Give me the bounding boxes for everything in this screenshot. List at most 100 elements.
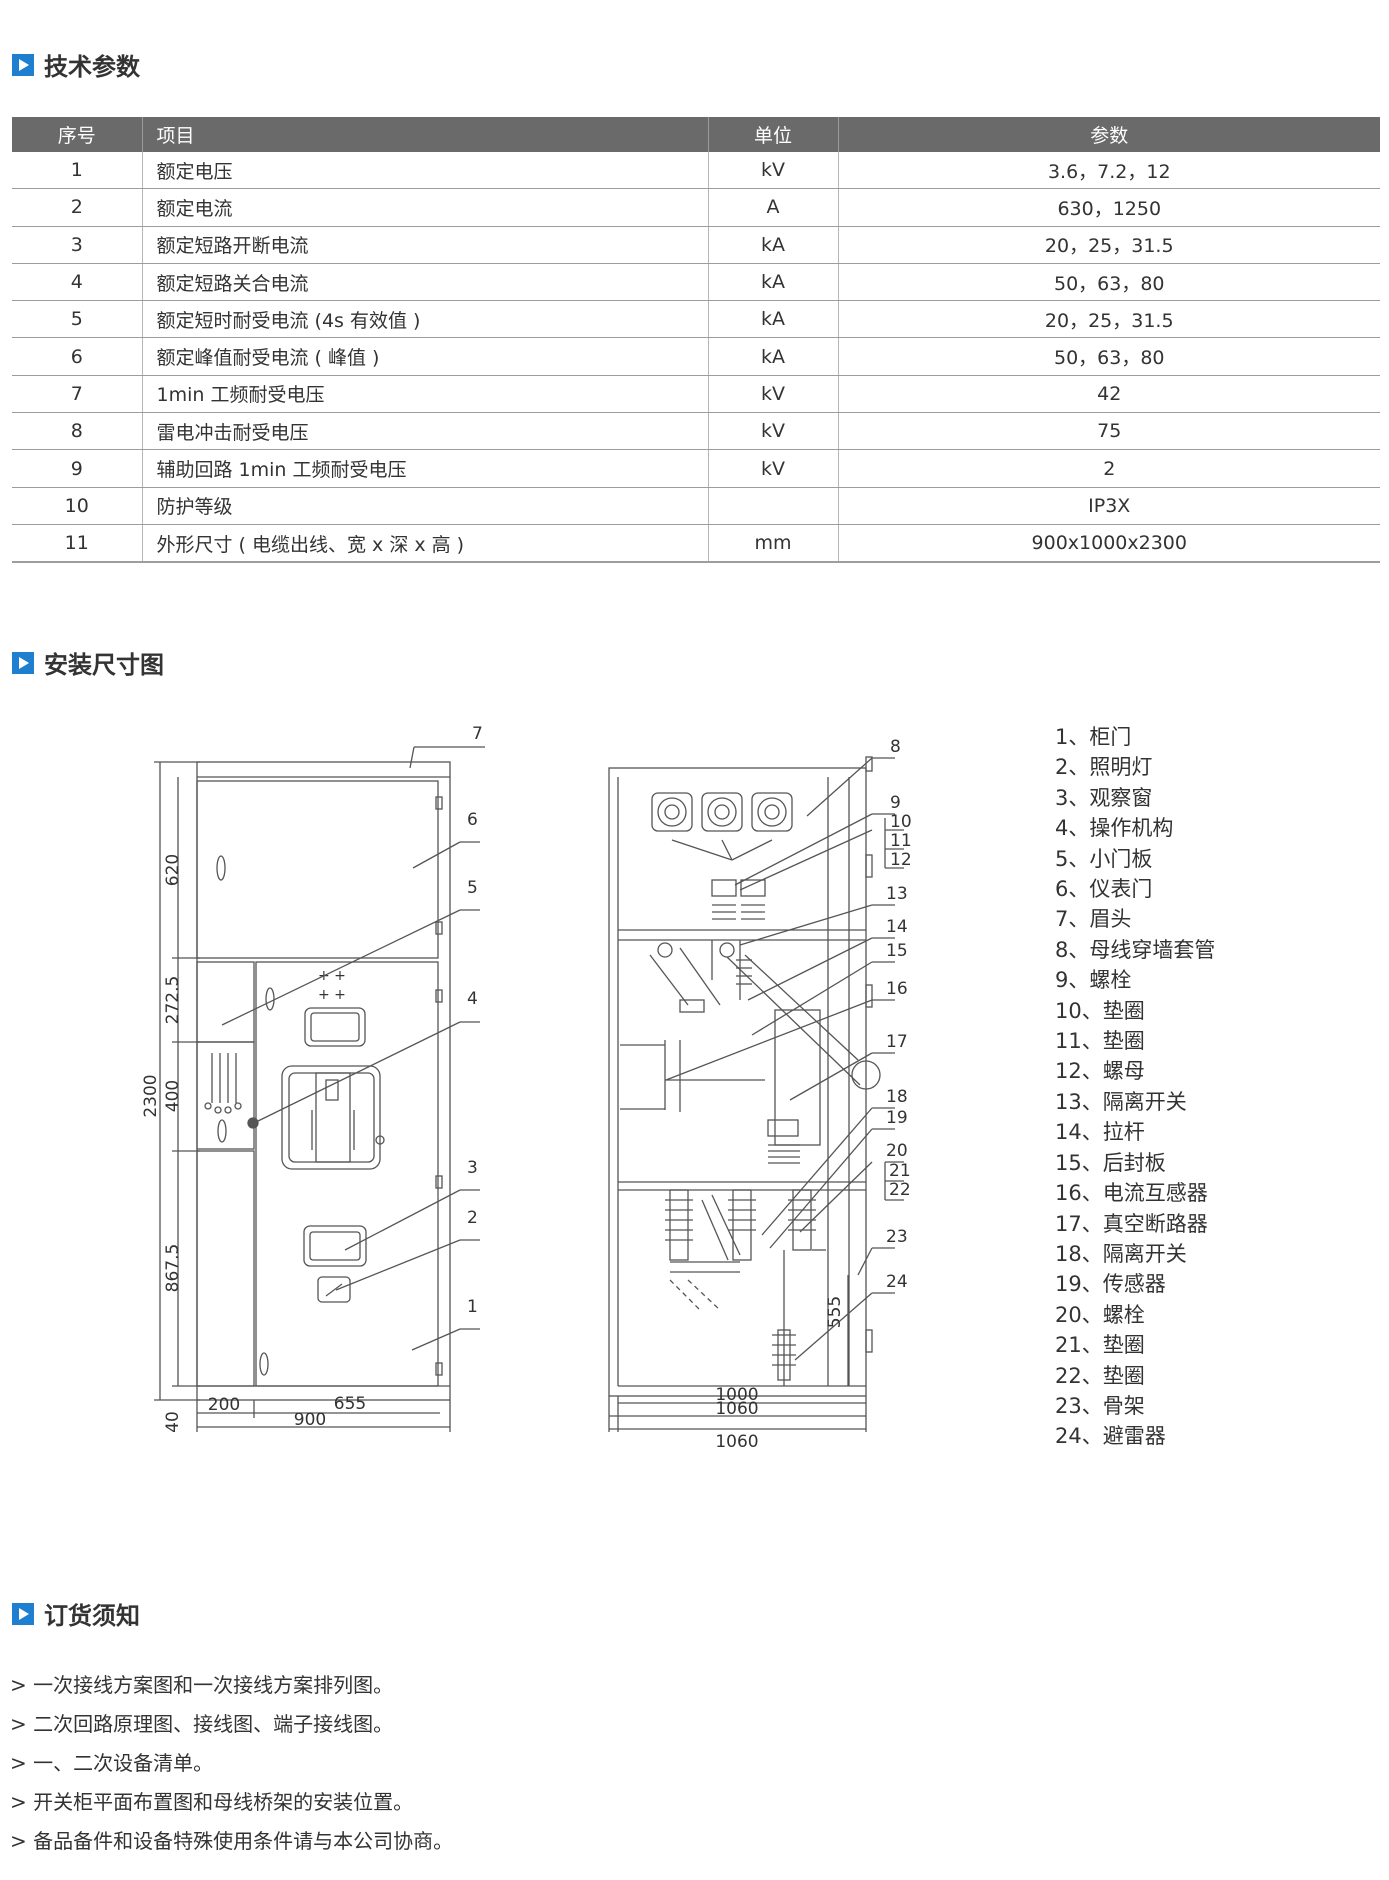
cell-no: 3 [12,226,143,264]
callout-5: 5 [467,878,478,898]
cell-no: 6 [12,337,143,376]
cell-item: 额定电压 [142,152,709,190]
cell-item: 额定短路关合电流 [142,263,709,302]
legend-item: 7、眉头 [1055,907,1132,932]
parts-legend: 1、柜门 2、照明灯 3、观察窗 4、操作机构 5、小门板 6、仪表门 7、眉头… [1055,722,1215,1452]
observation-window [303,1225,367,1267]
cell-no: 8 [12,412,143,451]
dim-200: 200 [208,1395,240,1415]
cell-no: 9 [12,449,143,488]
instrument-door [196,780,439,959]
play-arrow-icon [12,1602,34,1625]
legend-item: 24、避雷器 [1055,1424,1166,1449]
legend-item: 13、隔离开关 [1055,1089,1187,1114]
play-arrow-icon [12,53,34,76]
callout-8: 8 [890,737,901,757]
callout-4: 4 [467,989,478,1009]
cell-item: 额定峰值耐受电流 ( 峰值 ) [142,337,709,376]
dim-1060-b: 1060 [715,1432,758,1452]
callout-23: 23 [886,1227,908,1247]
cell-no: 5 [12,300,143,339]
side-cabinet-outline [608,767,867,1397]
cell-no: 2 [12,188,143,227]
note-item: > 开关柜平面布置图和母线桥架的安装位置。 [10,1790,414,1814]
lighting-lamp [317,1276,351,1303]
dim-867-5: 867.5 [163,1244,183,1293]
callout-16: 16 [886,979,908,999]
callout-15: 15 [886,941,908,961]
callout-13: 13 [886,884,908,904]
cell-unit: mm [708,524,839,564]
cell-item: 1min 工频耐受电压 [142,375,709,414]
cell-unit: kV [708,375,839,414]
cell-value: 900x1000x2300 [838,524,1380,564]
legend-item: 19、传感器 [1055,1272,1166,1297]
legend-item: 10、垫圈 [1055,998,1145,1023]
cell-value: 2 [838,449,1380,488]
section-heading-install-dims: 安装尺寸图 [12,645,164,680]
callout-22: 22 [889,1180,911,1200]
col-header-item: 项目 [142,117,709,152]
dim-1000: 1000 [715,1385,758,1405]
cell-value: 20，25，31.5 [838,300,1380,339]
cell-item: 额定短时耐受电流 (4s 有效值 ) [142,300,709,339]
legend-item: 2、照明灯 [1055,755,1153,780]
cell-no: 11 [12,524,143,564]
section-title: 安装尺寸图 [44,651,164,679]
legend-item: 15、后封板 [1055,1150,1166,1175]
callout-20: 20 [886,1141,908,1161]
callout-10: 10 [890,812,912,832]
cell-no: 1 [12,152,143,190]
callout-1: 1 [467,1297,478,1317]
cell-no: 7 [12,375,143,414]
cell-value: IP3X [838,487,1380,525]
front-cabinet-outline [196,761,451,1401]
dim-400: 400 [163,1080,183,1112]
callout-12: 12 [890,850,912,870]
section-title: 订货须知 [44,1602,140,1630]
lower-door [255,961,439,1387]
dim-1060-a: 1060 [715,1399,758,1419]
svg-text:+ +: + + [318,987,346,1003]
legend-item: 22、垫圈 [1055,1363,1145,1388]
dim-620: 620 [163,854,183,886]
section-title: 技术参数 [44,53,140,81]
legend-item: 1、柜门 [1055,725,1132,749]
cell-unit: kV [708,449,839,488]
table-header-row: 序号 项目 单位 参数 [12,117,1380,152]
callout-14: 14 [886,917,908,937]
cell-item: 辅助回路 1min 工频耐受电压 [142,449,709,488]
dim-900: 900 [294,1410,326,1430]
callout-17: 17 [886,1032,908,1052]
cell-item: 外形尺寸 ( 电缆出线、宽 x 深 x 高 ) [142,524,709,564]
callout-11: 11 [890,831,912,851]
note-item: > 一次接线方案图和一次接线方案排列图。 [10,1673,394,1697]
cell-unit: A [708,188,839,227]
cell-value: 75 [838,412,1380,451]
cell-no: 4 [12,263,143,302]
legend-item: 18、隔离开关 [1055,1241,1187,1266]
dim-655: 655 [334,1394,366,1414]
col-header-value: 参数 [838,117,1380,152]
cell-unit [708,487,839,525]
legend-item: 16、电流互感器 [1055,1181,1208,1206]
callout-2: 2 [467,1208,478,1228]
legend-item: 6、仪表门 [1055,877,1153,902]
cell-unit: kA [708,300,839,339]
legend-item: 12、螺母 [1055,1059,1145,1084]
cell-item: 防护等级 [142,487,709,525]
play-arrow-icon [12,651,34,674]
legend-item: 17、真空断路器 [1055,1211,1208,1236]
legend-item: 3、观察窗 [1055,785,1153,810]
cell-unit: kA [708,226,839,264]
cell-value: 630，1250 [838,188,1380,227]
